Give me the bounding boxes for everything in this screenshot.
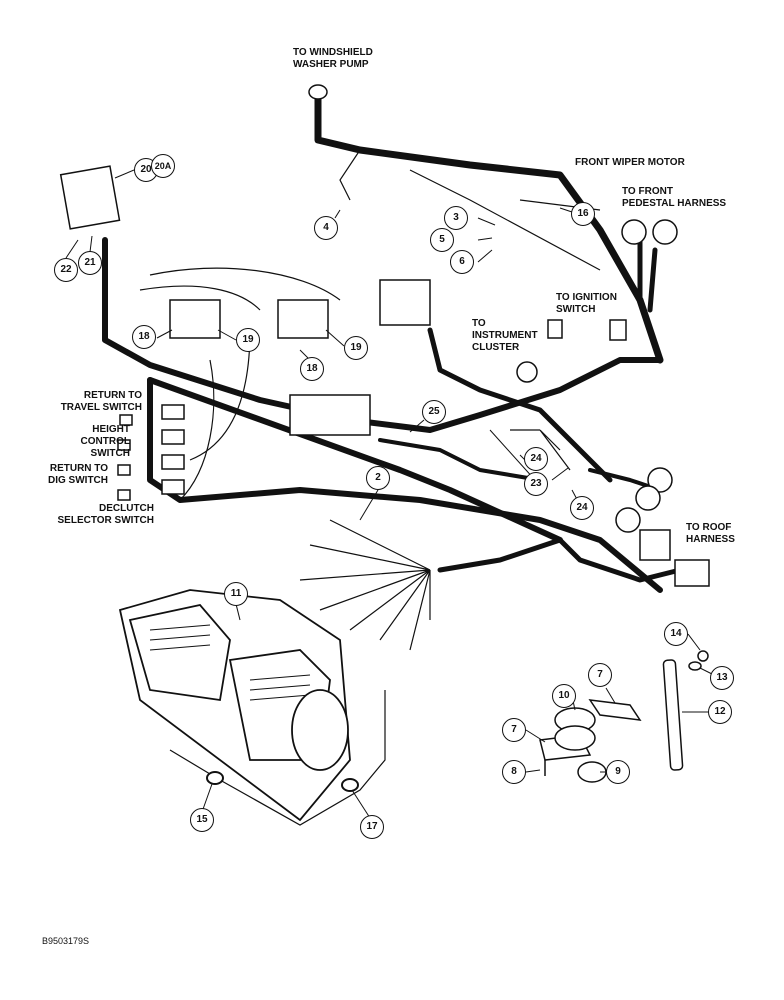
label-line: TO <box>472 318 486 329</box>
label-line: RETURN TO <box>83 390 142 401</box>
main-harness <box>102 91 683 593</box>
callout-10: 10 <box>552 684 576 708</box>
callout-18-left: 18 <box>132 325 156 349</box>
label-line: SWITCH <box>90 448 130 459</box>
figure-id: B9503179S <box>42 936 90 946</box>
callout-2: 2 <box>366 466 390 490</box>
callout-6: 6 <box>450 250 474 274</box>
callout-4: 4 <box>314 216 338 240</box>
label-line: TO FRONT <box>622 186 673 197</box>
label-line: INSTRUMENT <box>472 330 538 341</box>
label-line: FRONT WIPER MOTOR <box>575 157 685 168</box>
connectors <box>59 84 710 587</box>
callout-5: 5 <box>430 228 454 252</box>
label-travel-switch: RETURN TO TRAVEL SWITCH <box>44 390 142 414</box>
callout-7-upper: 7 <box>588 663 612 687</box>
callout-20a: 20A <box>151 154 175 178</box>
label-line: PEDESTAL HARNESS <box>622 198 727 209</box>
callout-12: 12 <box>708 700 732 724</box>
label-line: WASHER PUMP <box>293 59 369 70</box>
label-line: CONTROL <box>80 436 130 447</box>
label-ignition: TO IGNITION SWITCH <box>556 292 617 316</box>
label-windshield-washer: TO WINDSHIELD WASHER PUMP <box>293 47 373 71</box>
grommets <box>206 771 359 792</box>
callout-9: 9 <box>606 760 630 784</box>
callout-19-right: 19 <box>344 336 368 360</box>
label-line: SELECTOR SWITCH <box>57 515 154 526</box>
label-line: SWITCH <box>556 304 596 315</box>
callout-21: 21 <box>78 251 102 275</box>
label-line: TRAVEL SWITCH <box>60 402 142 413</box>
callout-19-left: 19 <box>236 328 260 352</box>
label-declutch: DECLUTCH SELECTOR SWITCH <box>40 503 154 527</box>
label-line: HARNESS <box>686 534 735 545</box>
callout-25: 25 <box>422 400 446 424</box>
callout-24-upper: 24 <box>524 447 548 471</box>
mount-hardware <box>539 650 709 783</box>
label-height-control: HEIGHT CONTROL SWITCH <box>44 424 130 460</box>
label-line: DIG SWITCH <box>48 475 108 486</box>
label-dig-switch: RETURN TO DIG SWITCH <box>36 463 108 487</box>
label-roof-harness: TO ROOF HARNESS <box>686 522 735 546</box>
label-line: DECLUTCH <box>99 503 154 514</box>
label-line: TO WINDSHIELD <box>293 47 373 58</box>
callout-7-lower: 7 <box>502 718 526 742</box>
callout-17: 17 <box>360 815 384 839</box>
label-line: RETURN TO <box>49 463 108 474</box>
callout-13: 13 <box>710 666 734 690</box>
callout-8: 8 <box>502 760 526 784</box>
callout-18-right: 18 <box>300 357 324 381</box>
label-instrument-cluster: TO INSTRUMENT CLUSTER <box>472 318 538 354</box>
label-line: HEIGHT <box>92 424 130 435</box>
blower-assembly <box>118 589 351 822</box>
label-front-wiper: FRONT WIPER MOTOR <box>575 157 685 169</box>
label-front-pedestal: TO FRONT PEDESTAL HARNESS <box>622 186 726 210</box>
callout-11: 11 <box>224 582 248 606</box>
callout-16: 16 <box>571 202 595 226</box>
label-line: TO ROOF <box>686 522 732 533</box>
callout-3: 3 <box>444 206 468 230</box>
callout-22: 22 <box>54 258 78 282</box>
callout-14: 14 <box>664 622 688 646</box>
callout-15: 15 <box>190 808 214 832</box>
label-line: CLUSTER <box>472 342 520 353</box>
callout-24-lower: 24 <box>570 496 594 520</box>
callout-23: 23 <box>524 472 548 496</box>
label-line: TO IGNITION <box>556 292 617 303</box>
